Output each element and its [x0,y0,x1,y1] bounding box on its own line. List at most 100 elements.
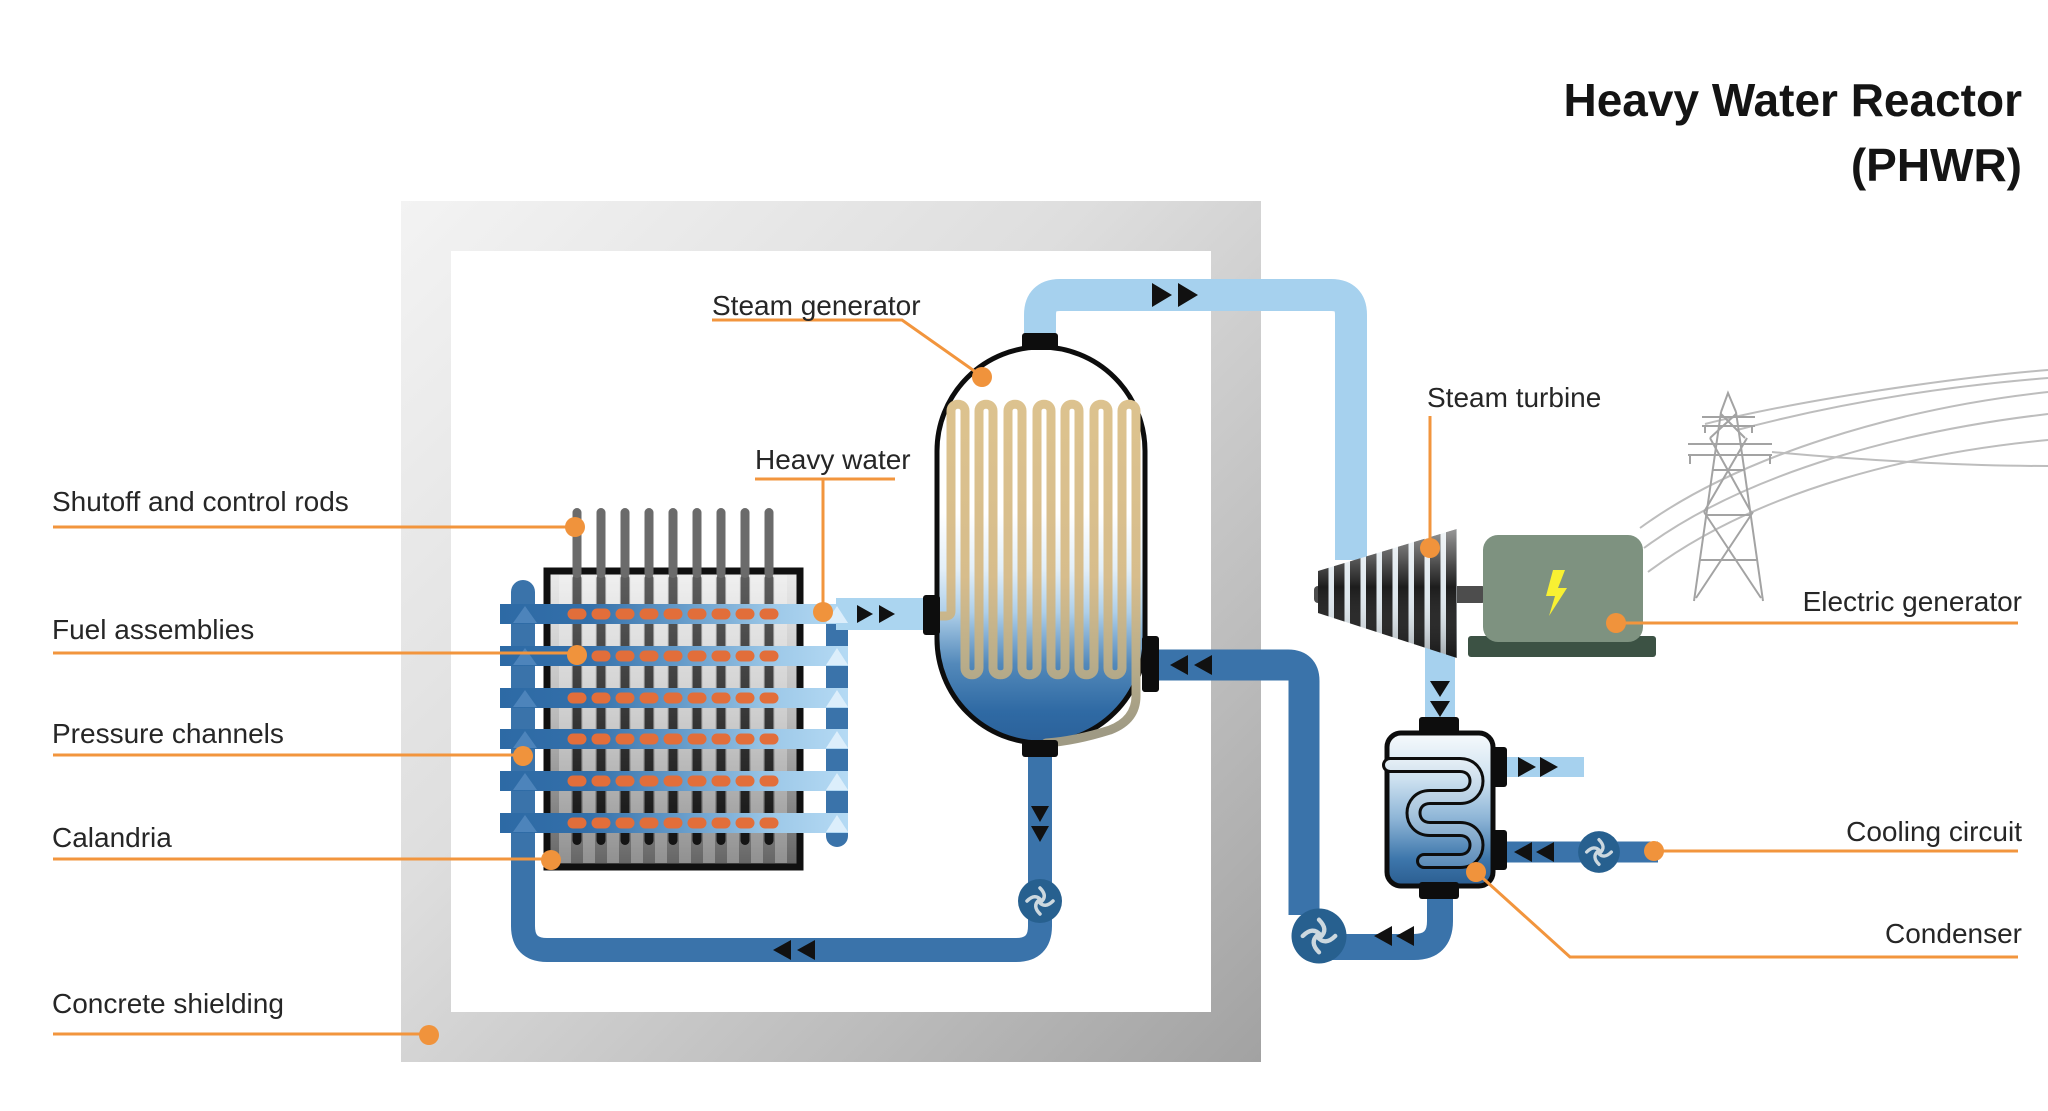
flow-arrow-icon [879,605,895,623]
fuel-pellet [687,692,707,704]
fuel-pellet [711,650,731,662]
fuel-pellet [615,692,635,704]
manifold-flow-chevrons [513,606,848,832]
label-heavy-water: Heavy water [755,444,911,475]
leader-dots [419,367,1664,1045]
fuel-pellet [615,817,635,829]
fuel-pellet [687,817,707,829]
fuel-pellet [639,608,659,620]
flow-arrow-icon [1178,283,1198,307]
leader-dot-icon [513,746,533,766]
label-concrete-shielding: Concrete shielding [52,988,284,1019]
fuel-pellet [591,775,611,787]
leader-dot-icon [1466,862,1486,882]
leader-dot-icon [541,850,561,870]
fuel-pellet [567,817,587,829]
fuel-pellet [591,692,611,704]
fuel-pellet [639,650,659,662]
electric-generator [1468,535,1656,657]
fuel-pellet [615,650,635,662]
calandria-assembly [500,508,848,871]
condensate-pipe [1328,895,1453,960]
fuel-pellet [567,608,587,620]
flow-arrow-icon [797,940,815,960]
fuel-pellet [591,650,611,662]
fuel-pellet [759,608,779,620]
fuel-pellet [711,692,731,704]
feedwater-pipe [1158,649,1320,915]
fuel-pellet [567,733,587,745]
flow-arrow-icon [1374,926,1392,946]
lightning-bolt-icon [1546,570,1567,616]
flow-arrow-icon [1170,655,1188,675]
fuel-pellet [687,733,707,745]
fuel-pellet [639,692,659,704]
transmission-tower-icon [1688,390,1772,602]
label-calandria: Calandria [52,822,172,853]
label-pressure-channels: Pressure channels [52,718,284,749]
fuel-pellet [615,775,635,787]
fuel-pellet [591,733,611,745]
label-steam-generator: Steam generator [712,290,921,321]
fuel-pellet [711,775,731,787]
fuel-pellet [735,775,755,787]
fuel-pellet [615,608,635,620]
fuel-pellet [711,733,731,745]
leader-dot-icon [1606,613,1626,633]
fuel-pellet [591,817,611,829]
shutoff-control-rods [572,508,774,578]
leader-dot-icon [567,645,587,665]
fuel-pellet [567,775,587,787]
fuel-pellet [735,608,755,620]
flow-arrow-icon [1031,806,1049,822]
fuel-pellet [735,692,755,704]
vessel-nozzles [923,333,1159,757]
power-lines [1639,369,2048,573]
steam-generator [923,333,1159,757]
leader-dot-icon [1644,841,1664,861]
flow-arrow-icon [1430,701,1450,717]
steam-turbine [1314,529,1486,658]
flow-arrow-icon [773,940,791,960]
pump-icon [1576,829,1622,875]
label-condenser: Condenser [1885,918,2022,949]
fuel-pellet [735,817,755,829]
fuel-pellet [639,817,659,829]
fuel-pellet [567,692,587,704]
fuel-pellet [663,775,683,787]
fuel-pellet [663,733,683,745]
pump-icon [1292,909,1347,964]
fuel-pellet [735,650,755,662]
steam-generator-coil [932,399,1141,748]
fuel-pellet [711,817,731,829]
fuel-pellet [759,775,779,787]
leader-dot-icon [1420,538,1440,558]
flow-arrow-icon [1152,283,1172,307]
leader-lines [53,318,2018,1036]
pump-icon [1016,877,1064,925]
fuel-pellet [663,692,683,704]
fuel-pellet [639,733,659,745]
fuel-pellet [687,608,707,620]
title-line-2: (PHWR) [1850,139,2022,192]
fuel-pellet [759,650,779,662]
fuel-pellet [759,692,779,704]
label-steam-turbine: Steam turbine [1427,382,1602,413]
fuel-pellet [663,817,683,829]
fuel-pellet [735,733,755,745]
label-cooling-circuit: Cooling circuit [1846,816,2022,847]
label-fuel-assemblies: Fuel assemblies [52,614,255,645]
condenser [1382,717,1507,899]
fuel-pellet [591,608,611,620]
flow-arrow-icon [1031,826,1049,842]
fuel-pellet [615,733,635,745]
flow-arrow-icon [1396,926,1414,946]
fuel-pellet [687,650,707,662]
flow-arrow-icon [1540,757,1558,777]
title-line-1: Heavy Water Reactor [1563,74,2023,126]
flow-arrow-icon [1536,842,1554,862]
leader-dot-icon [419,1025,439,1045]
fuel-pellet [639,775,659,787]
